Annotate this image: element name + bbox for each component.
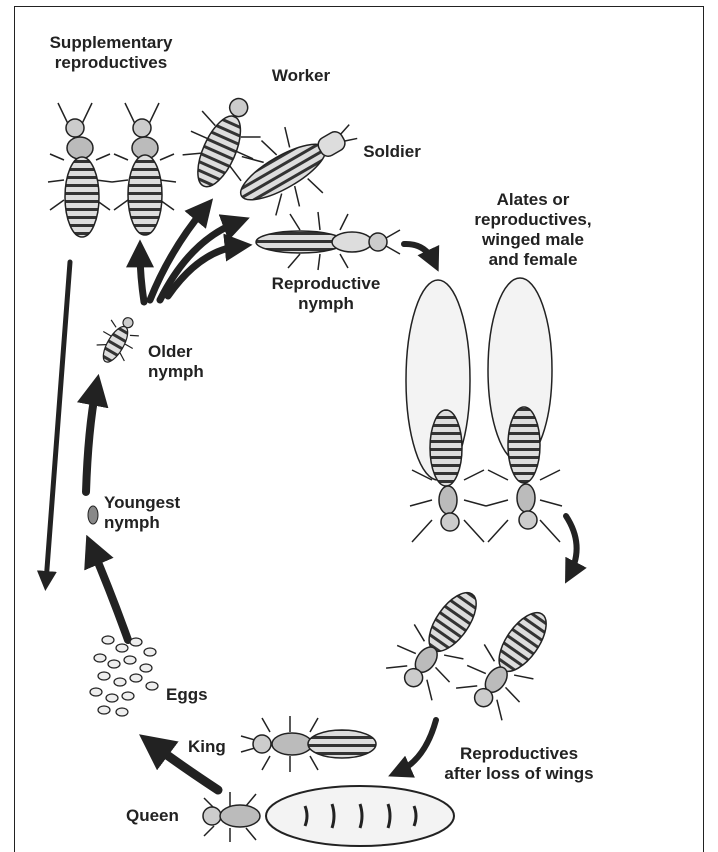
arrow-to-alates [404, 244, 434, 262]
label-queen: Queen [126, 806, 196, 826]
label-worker: Worker [256, 66, 346, 86]
youngest-nymph [88, 506, 98, 524]
soldier-termite [223, 99, 373, 229]
label-supplementary-reproductives: Supplementary reproductives [36, 33, 186, 73]
arrow-eggs-to-youngest [92, 548, 128, 640]
reproductive-nymph [256, 212, 400, 270]
alate-left [406, 280, 486, 542]
label-older-nymph: Older nymph [148, 342, 238, 382]
label-soldier: Soldier [352, 142, 432, 162]
label-reproductive-nymph: Reproductive nymph [256, 274, 396, 314]
supplementary-reproductive-left [48, 103, 112, 237]
label-king: King [188, 737, 238, 757]
arrow-to-supplementary [140, 252, 144, 302]
older-nymph [91, 310, 145, 370]
supplementary-reproductive-right [112, 103, 176, 235]
label-alates: Alates or reproductives, winged male and… [448, 190, 618, 270]
alate-right [486, 278, 562, 542]
arrow-youngest-to-older [86, 388, 96, 492]
queen-termite [203, 786, 454, 846]
king-termite [241, 716, 376, 772]
arrow-alates-to-dealates [566, 516, 577, 574]
arrow-supplementary-to-queen [46, 262, 70, 582]
dealate-left [382, 576, 498, 704]
label-reproductives-after-loss-of-wings: Reproductives after loss of wings [424, 744, 614, 784]
label-eggs: Eggs [166, 685, 226, 705]
label-youngest-nymph: Youngest nymph [104, 493, 224, 533]
eggs-cluster [90, 636, 158, 716]
